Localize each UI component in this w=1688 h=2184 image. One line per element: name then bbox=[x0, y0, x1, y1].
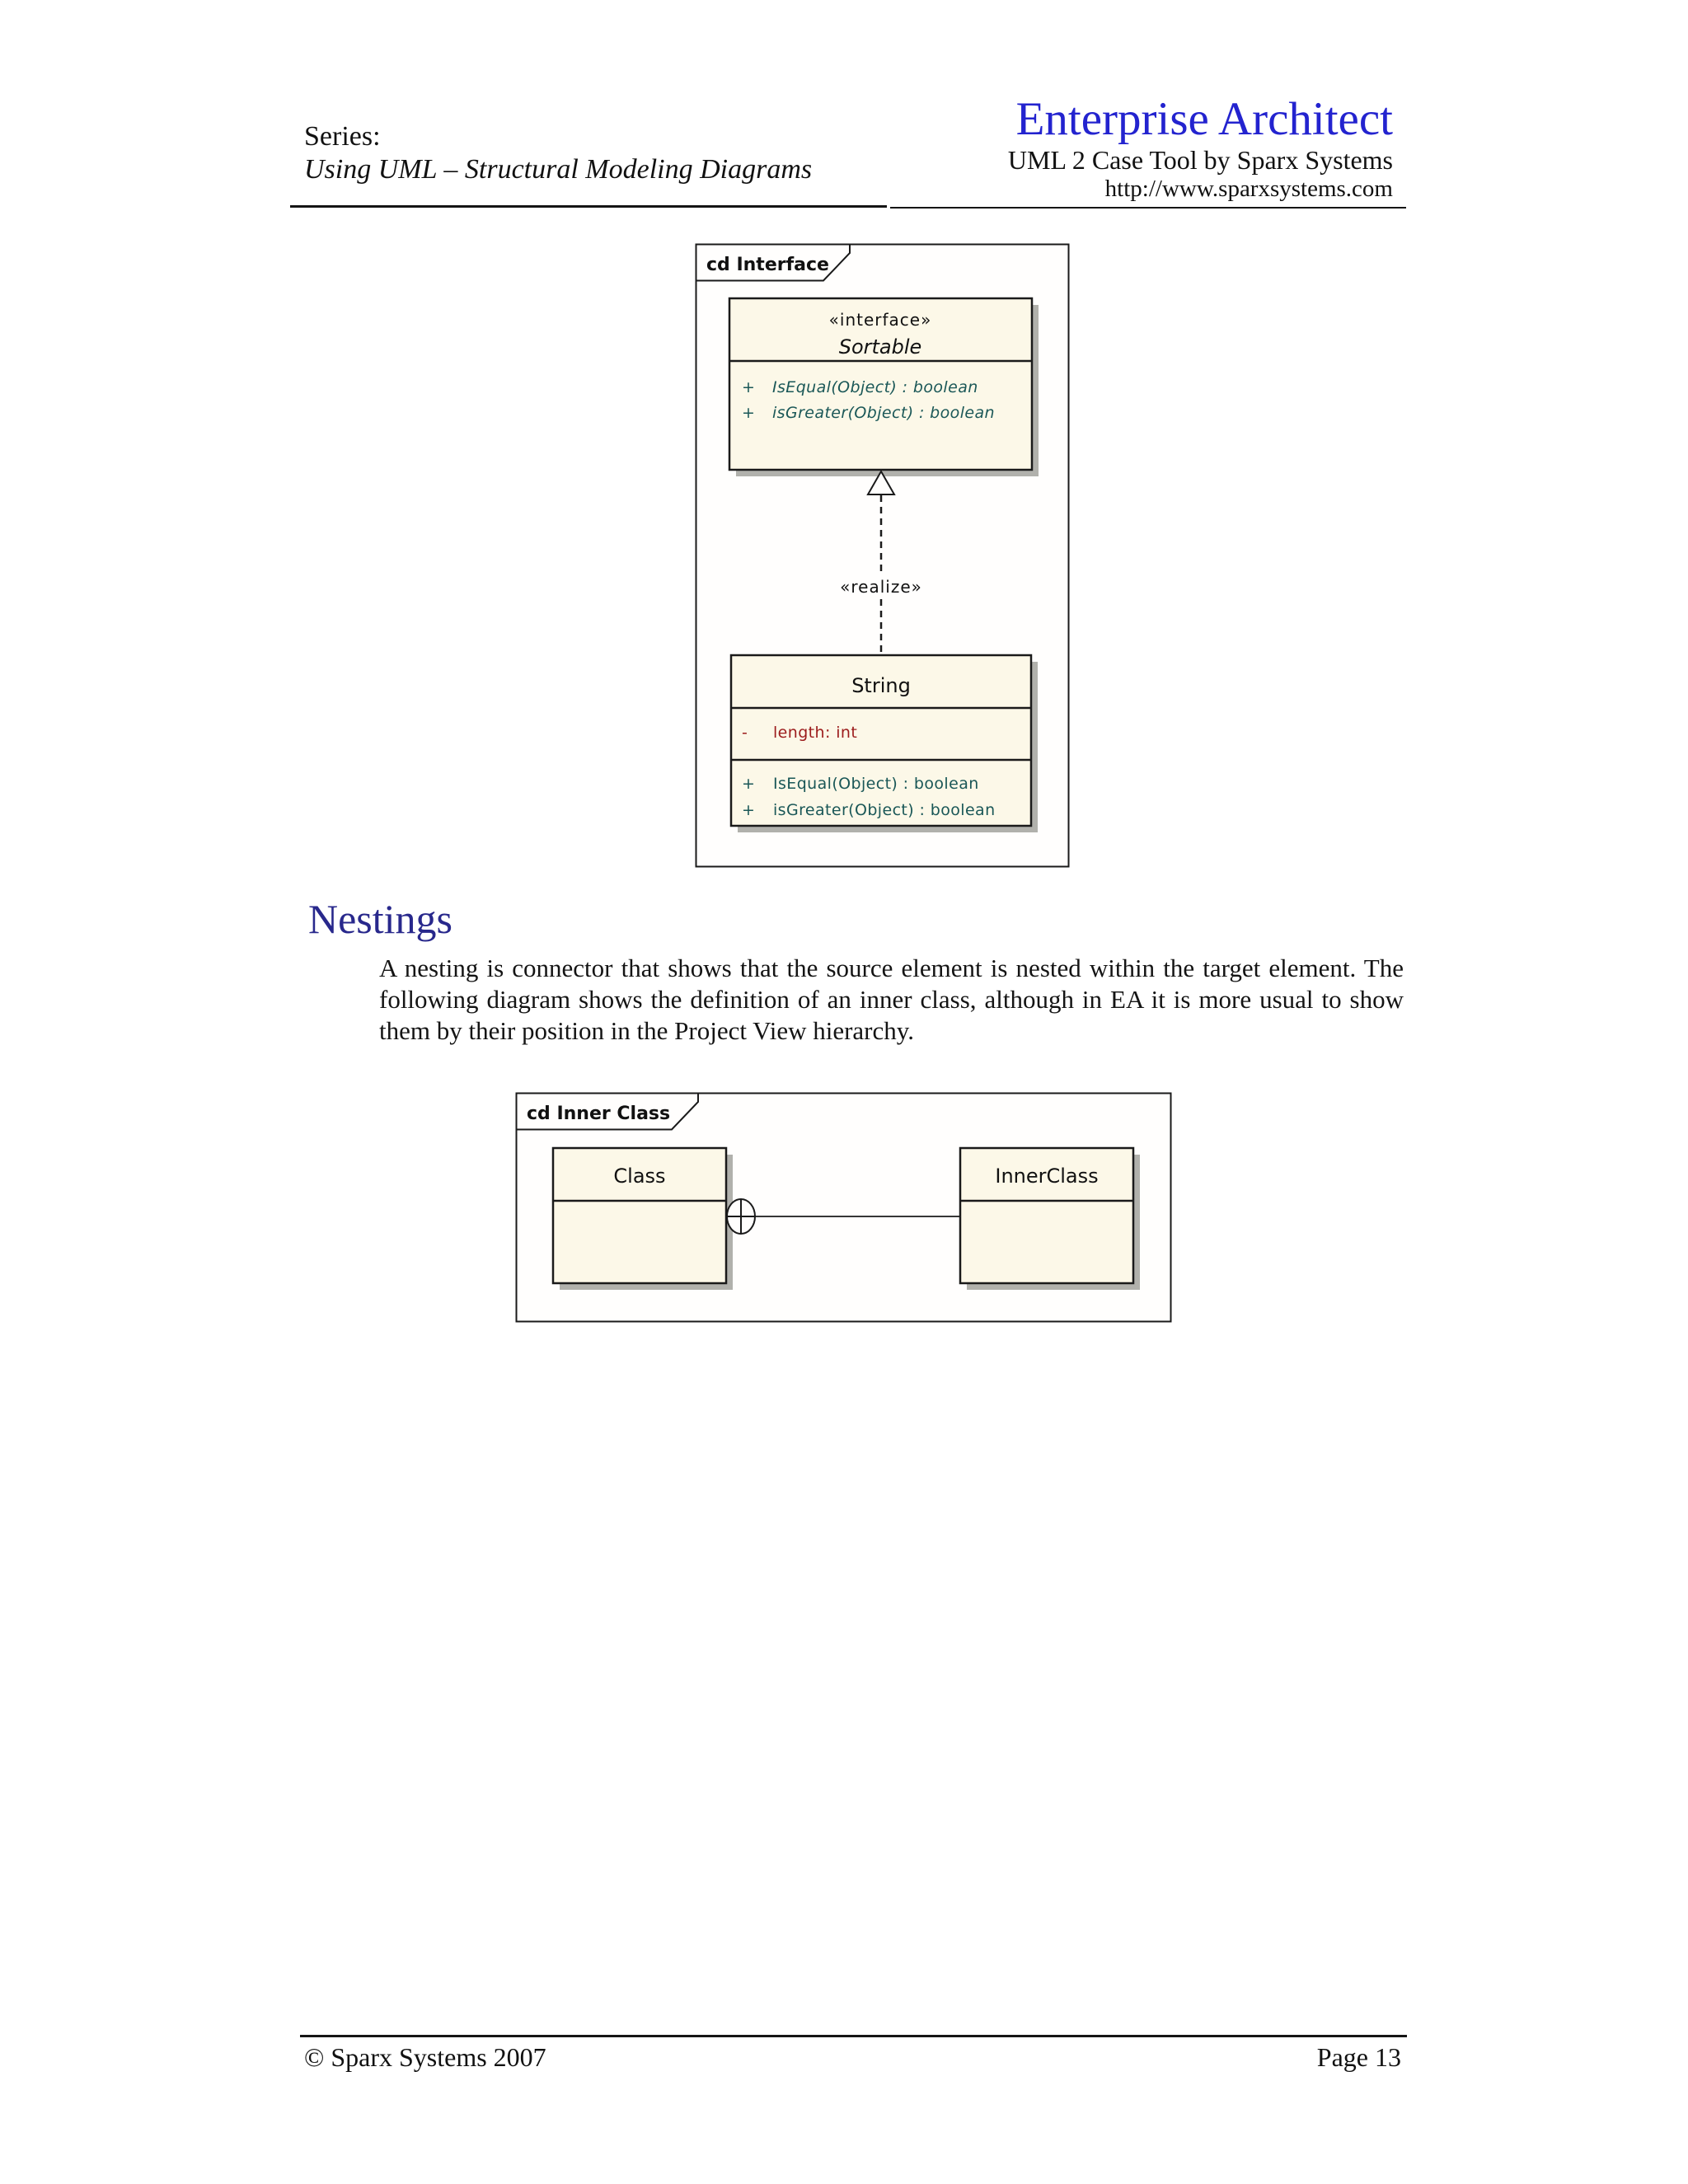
sortable-stereotype: «interface» bbox=[829, 310, 932, 330]
diagram-frame-tab bbox=[515, 1092, 699, 1131]
realize-label-background bbox=[825, 573, 937, 598]
attribute-signature: length: int bbox=[773, 724, 857, 742]
footer-copyright: © Sparx Systems 2007 bbox=[304, 2042, 546, 2072]
class-name: Class bbox=[613, 1165, 665, 1188]
method-signature: IsEqual(Object) : boolean bbox=[772, 378, 978, 396]
method-signature: IsEqual(Object) : boolean bbox=[773, 775, 979, 793]
header-rule-right-segment bbox=[890, 207, 1406, 209]
realize-connector-label: «realize» bbox=[840, 577, 922, 597]
product-subtitle: UML 2 Case Tool by Sparx Systems bbox=[1007, 145, 1393, 175]
method-visibility: + bbox=[742, 378, 755, 396]
header-left: Series: Using UML – Structural Modeling … bbox=[304, 120, 812, 186]
method-visibility: + bbox=[742, 775, 755, 793]
product-url: http://www.sparxsystems.com bbox=[1104, 176, 1393, 202]
series-title: Using UML – Structural Modeling Diagrams bbox=[304, 154, 813, 185]
realization-triangle-icon bbox=[866, 469, 896, 495]
method-visibility: + bbox=[742, 404, 755, 422]
class-box bbox=[551, 1146, 728, 1285]
string-class-name: String bbox=[851, 674, 911, 697]
inner-class-diagram: cd Inner Class Class InnerClass bbox=[515, 1092, 1172, 1323]
section-heading-nestings: Nestings bbox=[308, 896, 452, 942]
method-signature: isGreater(Object) : boolean bbox=[773, 801, 996, 819]
innerclass-box bbox=[959, 1146, 1135, 1285]
method-visibility: + bbox=[742, 801, 755, 819]
section-body-paragraph: A nesting is connector that shows that t… bbox=[379, 954, 1404, 1045]
header-right: Enterprise Architect UML 2 Case Tool by … bbox=[1008, 94, 1393, 203]
interface-class-diagram: cd Interface «interface» Sortable + IsEq… bbox=[695, 243, 1070, 868]
footer-page-number: Page 13 bbox=[1316, 2042, 1401, 2072]
method-signature: isGreater(Object) : boolean bbox=[772, 404, 995, 422]
footer: © Sparx Systems 2007 Page 13 bbox=[304, 2042, 1401, 2073]
diagram-frame-tab bbox=[695, 243, 851, 282]
diagram-frame-label: cd Interface bbox=[706, 255, 829, 275]
series-label: Series: bbox=[304, 121, 381, 152]
header-rule-left-segment bbox=[290, 205, 887, 208]
sortable-class-box bbox=[728, 297, 1034, 471]
sortable-class-name: Sortable bbox=[839, 335, 922, 359]
innerclass-name: InnerClass bbox=[995, 1165, 1098, 1188]
attribute-visibility: - bbox=[742, 724, 748, 742]
diagram-frame-label: cd Inner Class bbox=[527, 1104, 670, 1124]
string-class-box bbox=[729, 654, 1033, 827]
product-title: Enterprise Architect bbox=[1015, 93, 1393, 145]
footer-rule bbox=[300, 2035, 1407, 2037]
